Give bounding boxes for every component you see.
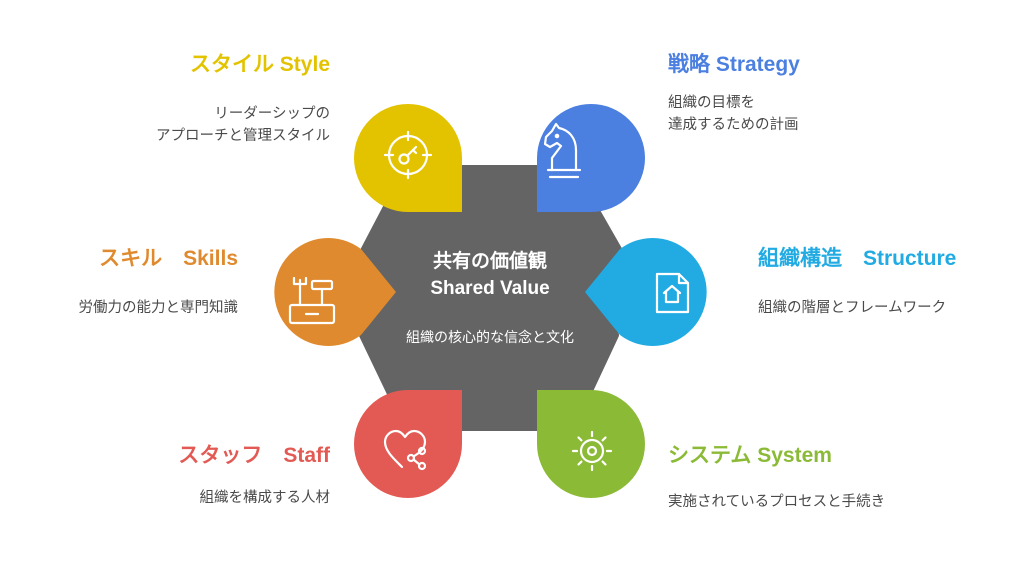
skills-teardrop (274, 238, 396, 346)
staff-node (354, 390, 462, 498)
strategy-title: 戦略 Strategy (668, 53, 800, 76)
structure-node (585, 238, 707, 347)
systems-title: システム System (668, 444, 832, 467)
style-description: リーダーシップの アプローチと管理スタイル (156, 103, 330, 147)
skills-title: スキル Skills (99, 247, 238, 270)
hub-title-jp: 共有の価値観 (432, 251, 547, 272)
staff-teardrop (354, 390, 462, 498)
staff-description: 組織を構成する人材 (199, 490, 331, 506)
systems-teardrop (537, 390, 645, 498)
strategy-teardrop (537, 104, 645, 212)
structure-title: 組織構造 Structure (758, 247, 957, 270)
style-node (354, 104, 462, 212)
sun-gear-icon (571, 430, 613, 472)
toolbox-icon (288, 276, 336, 325)
systems-description: 実施されているプロセスと手続き (668, 494, 886, 510)
document-home-icon (655, 272, 690, 314)
style-description-line-1: リーダーシップの (214, 106, 330, 122)
skills-node (274, 238, 396, 346)
hub-title-en: Shared Value (430, 278, 550, 299)
style-title: スタイル Style (189, 53, 330, 76)
strategy-description: 組織の目標を 達成するための計画 (668, 92, 799, 136)
strategy-description-line-2: 達成するための計画 (668, 117, 799, 133)
chess-knight-icon (543, 122, 582, 179)
heart-share-icon (383, 429, 427, 471)
structure-description: 組織の階層とフレームワーク (758, 300, 947, 316)
structure-teardrop (585, 238, 707, 347)
strategy-node (537, 104, 645, 212)
target-key-icon (383, 130, 433, 180)
skills-description: 労働力の能力と専門知識 (78, 300, 239, 316)
strategy-description-line-1: 組織の目標を (668, 95, 755, 111)
hub-description: 組織の核心的な信念と文化 (406, 330, 574, 346)
staff-title: スタッフ Staff (178, 444, 330, 467)
systems-node (537, 390, 645, 498)
style-description-line-2: アプローチと管理スタイル (156, 128, 330, 144)
